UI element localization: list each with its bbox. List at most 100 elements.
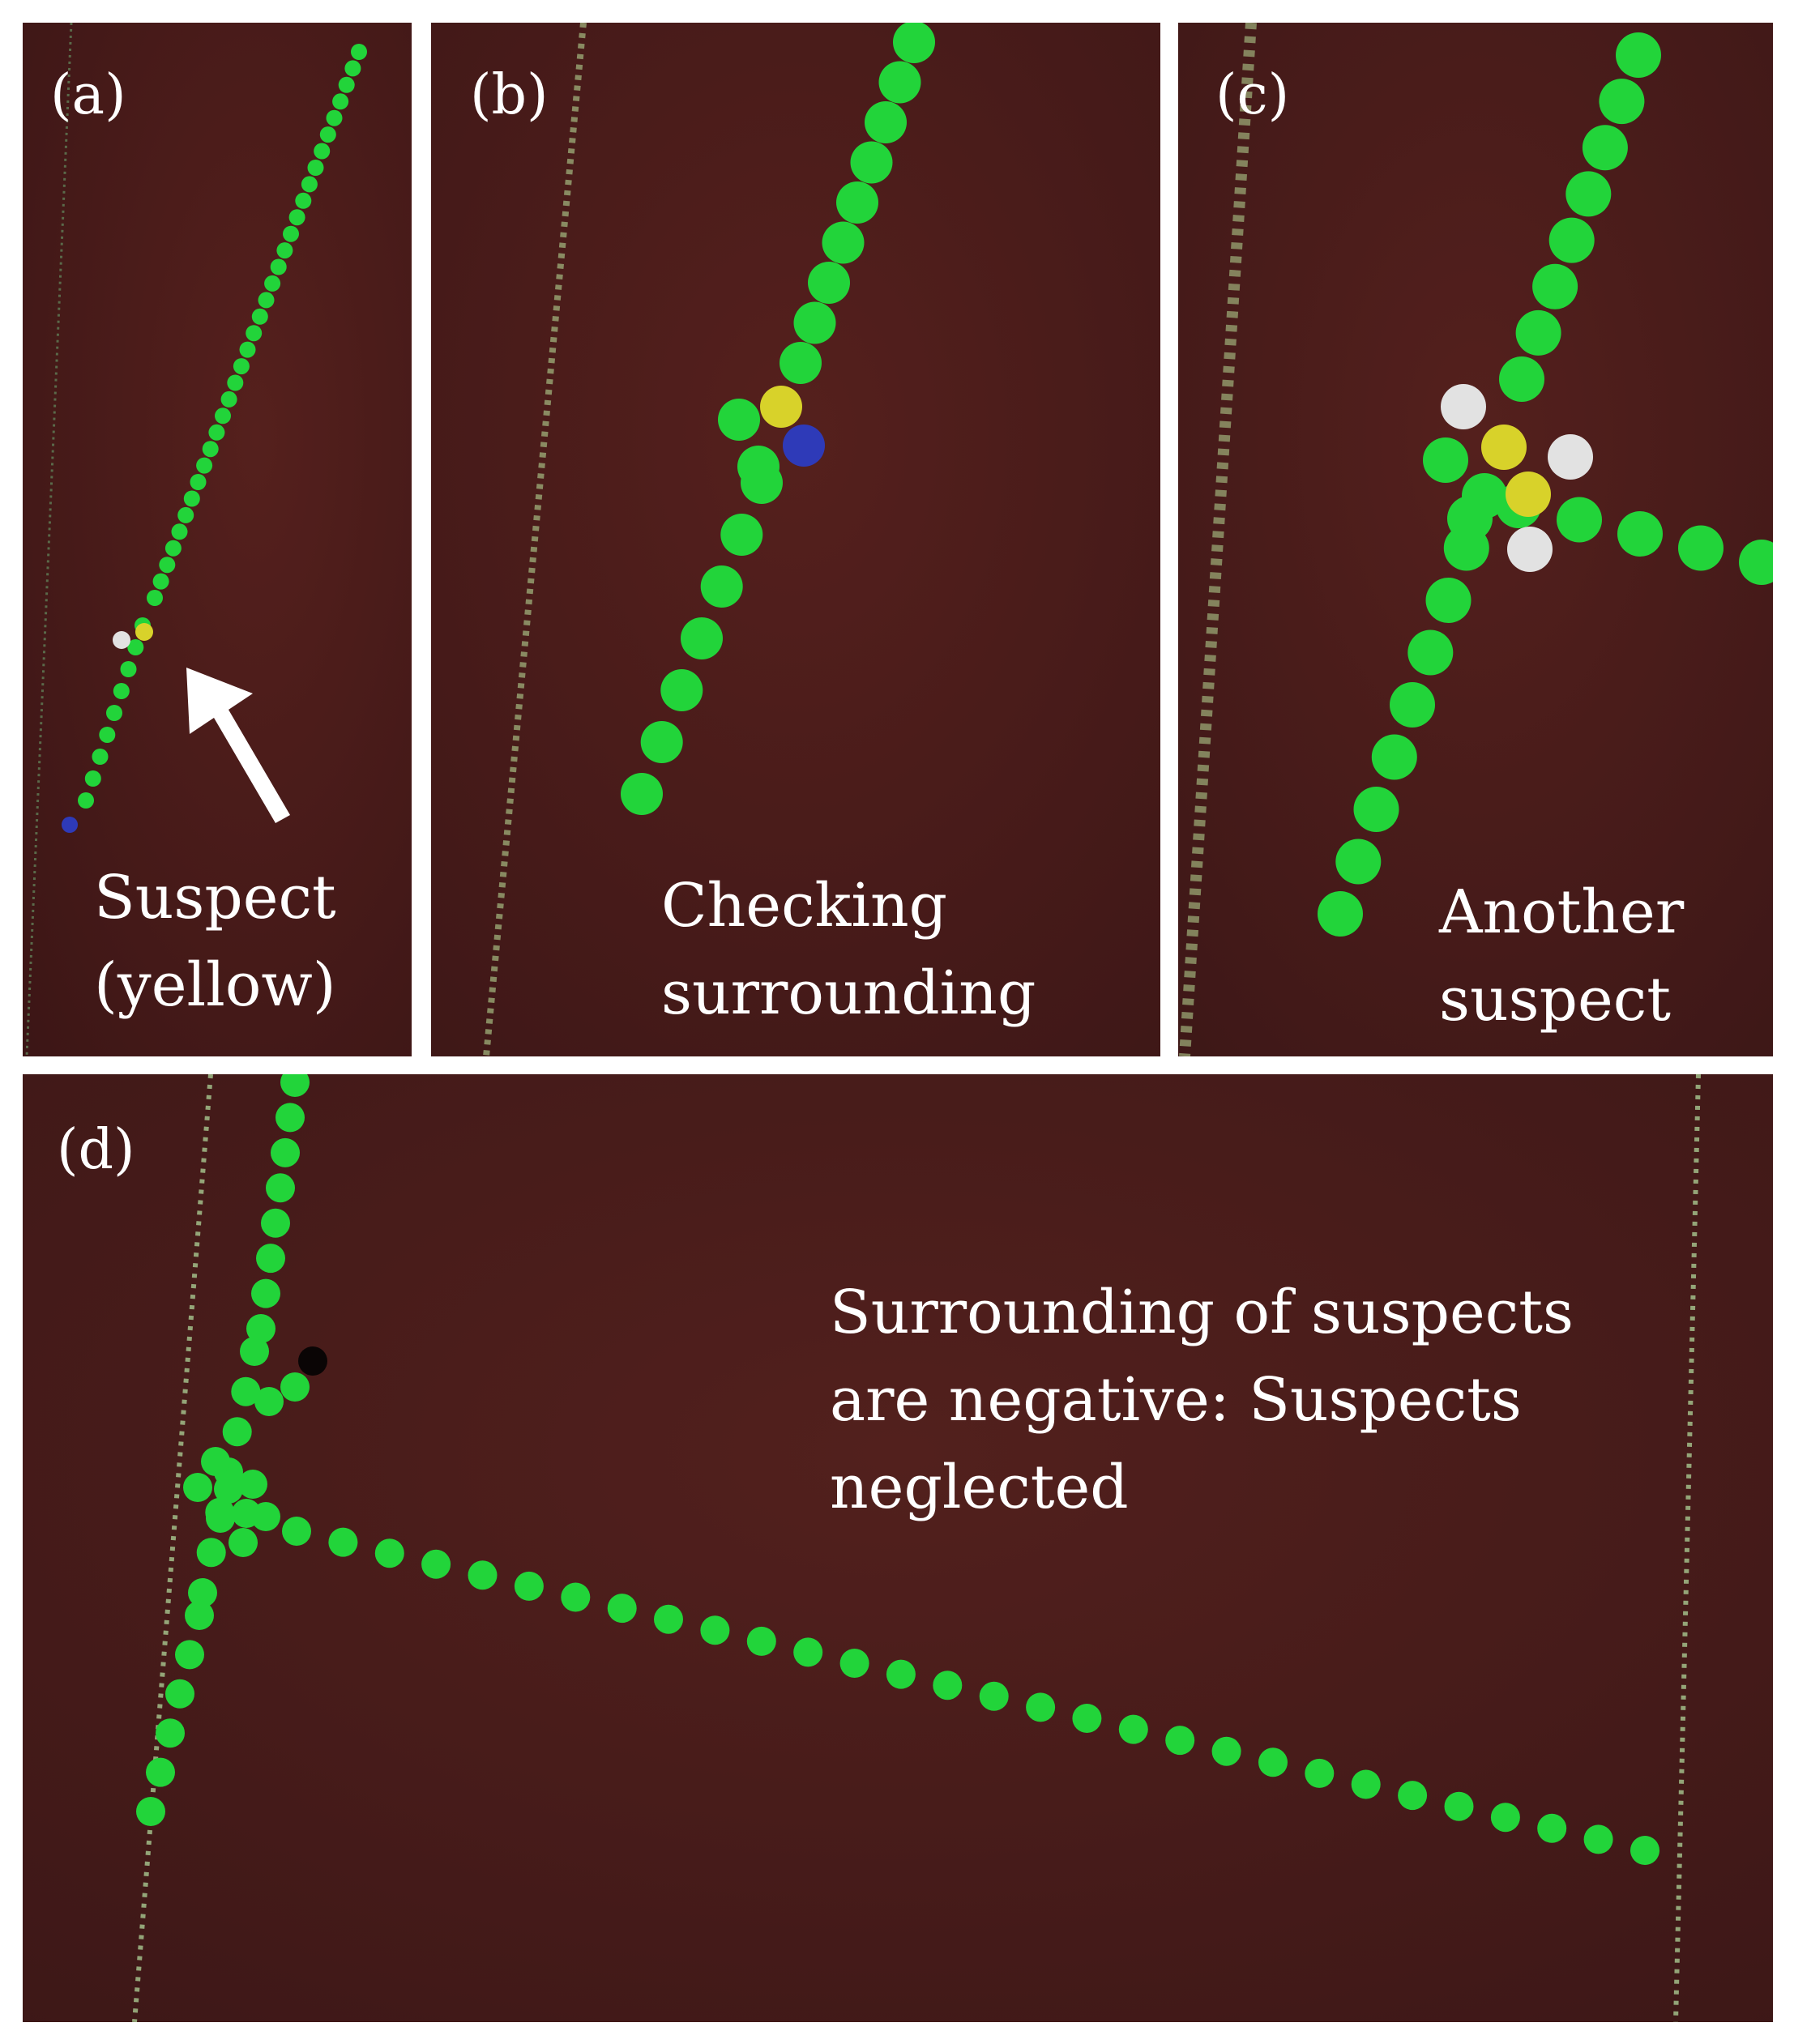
bead [271,1137,300,1167]
bead [136,1797,165,1826]
bead [106,705,122,721]
bead [127,639,144,655]
bead [196,1538,226,1568]
bead [421,1549,451,1579]
bead [1616,32,1661,78]
bead [1548,217,1595,263]
bead [307,160,324,176]
panel-b: (b) Checking surrounding [431,23,1160,1056]
bead [254,1387,284,1416]
bead [146,1757,175,1787]
panel-label-c: (c) [1215,63,1290,127]
bead [1537,1813,1567,1843]
bead [1026,1692,1056,1722]
bead [1318,891,1363,937]
bead [893,23,935,63]
bead [227,374,244,391]
bead [190,474,207,490]
bead [264,275,281,292]
caption-c-line-1: Another [1439,877,1685,947]
bead [175,1640,204,1670]
bead [84,770,101,787]
caption-a-line-2: (yellow) [94,950,336,1020]
bead [1407,629,1454,676]
bead [280,1372,310,1402]
bead [258,292,275,309]
panel-label-a: (a) [50,63,126,127]
bead [1447,496,1493,541]
bead [233,358,250,375]
bead [1582,125,1628,171]
bead [793,301,836,344]
bead [282,1517,311,1546]
bead [276,242,293,259]
bead [344,60,361,77]
bead [332,93,349,110]
bead [183,490,200,507]
bead [746,1626,776,1656]
bead [246,1314,276,1343]
bead [1423,437,1468,483]
bead [1444,1791,1474,1821]
caption-b-line-1: Checking [661,871,948,941]
suspect-bead [135,623,153,641]
bead [1678,525,1724,571]
bead [231,1376,261,1406]
bead [270,258,287,275]
bead [1072,1704,1102,1733]
grid-line [25,23,73,1056]
bead [1557,497,1602,543]
bead [654,1604,683,1634]
bead [99,727,116,743]
bead [780,342,822,384]
bead [1583,1824,1613,1854]
board-background [23,23,412,1056]
bead [737,446,780,488]
bead [1371,734,1417,780]
caption-c: Another suspect [1439,868,1684,1043]
bead [276,1103,305,1133]
panel-d: (d) Surrounding of suspects are negative… [23,1074,1773,2022]
bead [822,221,865,264]
bead [171,523,188,540]
bead [256,1244,285,1274]
bead [374,1538,404,1568]
panel-label-d: (d) [57,1118,135,1182]
bead [215,408,231,425]
bead [808,262,850,304]
bead [319,126,336,143]
bead [283,225,299,242]
blue-bead [783,425,825,467]
bead [165,1679,194,1709]
suspect-bead [760,386,802,428]
panel-label-b: (b) [470,63,549,127]
bead-chain [136,1074,1659,1865]
bead [839,1649,869,1678]
board-background [23,1074,1773,2022]
bead [328,1527,358,1557]
suspect-bead [1481,425,1527,470]
bead [164,540,182,557]
bead [979,1681,1009,1711]
bead [561,1582,591,1612]
bead [206,1504,235,1533]
bead [280,1074,310,1097]
bead [1490,1803,1520,1833]
panel-d-image [23,1074,1773,2022]
caption-d-line-3: neglected [830,1453,1129,1522]
bead [78,792,94,809]
bead [1617,511,1663,557]
bead [1353,787,1399,832]
checked-bead [113,631,130,649]
bead [183,1473,212,1502]
bead [288,209,305,226]
bead [1335,839,1382,885]
bead [700,1615,730,1645]
bead-chain [621,23,935,815]
panel-c-image [1178,23,1773,1056]
bead [120,661,137,677]
blue-bead [62,817,78,833]
bead [1425,578,1472,623]
bead [196,457,213,474]
